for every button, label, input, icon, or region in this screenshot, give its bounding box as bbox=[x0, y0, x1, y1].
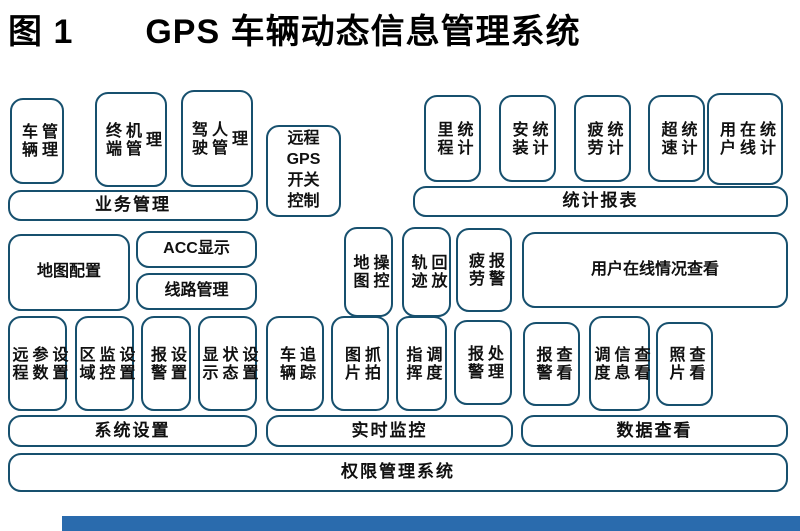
node-label: 线路管理 bbox=[164, 282, 229, 300]
group-business-management: 业务管理 bbox=[8, 190, 258, 221]
node-user-online-statistics: 用户 在线 统计 bbox=[707, 93, 783, 185]
group-label: 实时监控 bbox=[351, 420, 428, 440]
node-label: 调度 信息 查看 bbox=[591, 345, 649, 382]
node-label: 显示 状态 设置 bbox=[199, 345, 257, 382]
node-label: 用户 在线 统计 bbox=[717, 121, 774, 157]
node-alarm-handling: 报警 处理 bbox=[454, 320, 512, 405]
node-installation-statistics: 安装 统计 bbox=[499, 95, 556, 182]
node-label: 车辆 追踪 bbox=[277, 345, 314, 382]
group-realtime-monitoring: 实时监控 bbox=[266, 415, 513, 447]
node-label: 超速 统计 bbox=[658, 120, 696, 157]
group-system-settings: 系统设置 bbox=[8, 415, 257, 447]
group-label: 系统设置 bbox=[94, 420, 171, 440]
node-map-configuration: 地图配置 bbox=[8, 234, 130, 311]
node-label: 权限管理系统 bbox=[341, 462, 455, 482]
node-overspeed-statistics: 超速 统计 bbox=[648, 95, 705, 182]
node-label: 安装 统计 bbox=[509, 120, 547, 157]
node-remote-parameter-settings: 远程 参数 设置 bbox=[8, 316, 67, 411]
node-mileage-statistics: 里程 统计 bbox=[424, 95, 481, 182]
node-route-management: 线路管理 bbox=[136, 273, 257, 310]
node-label: 疲劳 统计 bbox=[584, 120, 622, 157]
node-remote-gps-switch-control: 远程 GPS 开关 控制 bbox=[266, 125, 341, 217]
node-label: 终端 机管 理 bbox=[103, 121, 160, 158]
node-label: 疲劳 报警 bbox=[466, 252, 503, 288]
node-label: ACC显示 bbox=[163, 240, 230, 258]
node-label: 车辆 管理 bbox=[19, 123, 56, 159]
node-track-playback: 轨迹 回放 bbox=[402, 227, 451, 317]
node-label: 图片 抓拍 bbox=[342, 345, 379, 382]
node-vehicle-management: 车辆 管理 bbox=[10, 98, 64, 184]
node-alarm-settings: 报警 设置 bbox=[141, 316, 191, 411]
figure-caption: GPS 车辆动态信息管理系统 bbox=[145, 13, 581, 51]
node-label: 地图 操控 bbox=[350, 254, 388, 290]
group-statistics-report: 统计报表 bbox=[413, 186, 788, 217]
node-label: 报警 处理 bbox=[465, 344, 502, 381]
node-alarm-view: 报警 查看 bbox=[523, 322, 580, 406]
figure-number: 图 1 bbox=[8, 13, 74, 51]
node-label: 驾驶 人管 理 bbox=[189, 120, 246, 157]
group-label: 业务管理 bbox=[95, 195, 171, 215]
node-terminal-management: 终端 机管 理 bbox=[95, 92, 167, 187]
node-vehicle-tracking: 车辆 追踪 bbox=[266, 316, 324, 411]
node-fatigue-statistics: 疲劳 统计 bbox=[574, 95, 631, 182]
node-label: 用户在线情况查看 bbox=[590, 260, 719, 278]
node-display-status-settings: 显示 状态 设置 bbox=[198, 316, 257, 411]
group-data-viewing: 数据查看 bbox=[521, 415, 788, 447]
group-label: 数据查看 bbox=[616, 420, 693, 440]
node-label: 远程 参数 设置 bbox=[9, 345, 67, 382]
figure-title: 图 1 GPS 车辆动态信息管理系统 bbox=[8, 4, 581, 53]
node-label: 地图配置 bbox=[36, 263, 101, 281]
node-area-monitoring-settings: 区域 监控 设置 bbox=[75, 316, 134, 411]
node-label: 指挥 调度 bbox=[403, 345, 441, 382]
node-label: 报警 设置 bbox=[148, 345, 185, 382]
group-label: 统计报表 bbox=[562, 191, 639, 211]
node-driver-management: 驾驶 人管 理 bbox=[181, 90, 253, 187]
node-dispatch-info-view: 调度 信息 查看 bbox=[589, 316, 650, 411]
node-label: 区域 监控 设置 bbox=[76, 345, 134, 382]
node-user-online-status-view: 用户在线情况查看 bbox=[522, 232, 788, 308]
node-acc-display: ACC显示 bbox=[136, 231, 257, 268]
node-command-dispatch: 指挥 调度 bbox=[396, 316, 447, 411]
node-label: 轨迹 回放 bbox=[408, 254, 446, 290]
node-map-control: 地图 操控 bbox=[344, 227, 393, 317]
node-label: 里程 统计 bbox=[434, 120, 472, 157]
node-photo-capture: 图片 抓拍 bbox=[331, 316, 389, 411]
node-label: 远程 GPS 开关 控制 bbox=[286, 130, 321, 210]
node-fatigue-alarm: 疲劳 报警 bbox=[456, 228, 512, 312]
node-label: 报警 查看 bbox=[533, 346, 571, 382]
node-photo-view: 照片 查看 bbox=[656, 322, 713, 406]
node-label: 照片 查看 bbox=[666, 346, 704, 382]
node-permission-management-system: 权限管理系统 bbox=[8, 453, 788, 492]
footer-watermark-bar bbox=[62, 516, 800, 531]
